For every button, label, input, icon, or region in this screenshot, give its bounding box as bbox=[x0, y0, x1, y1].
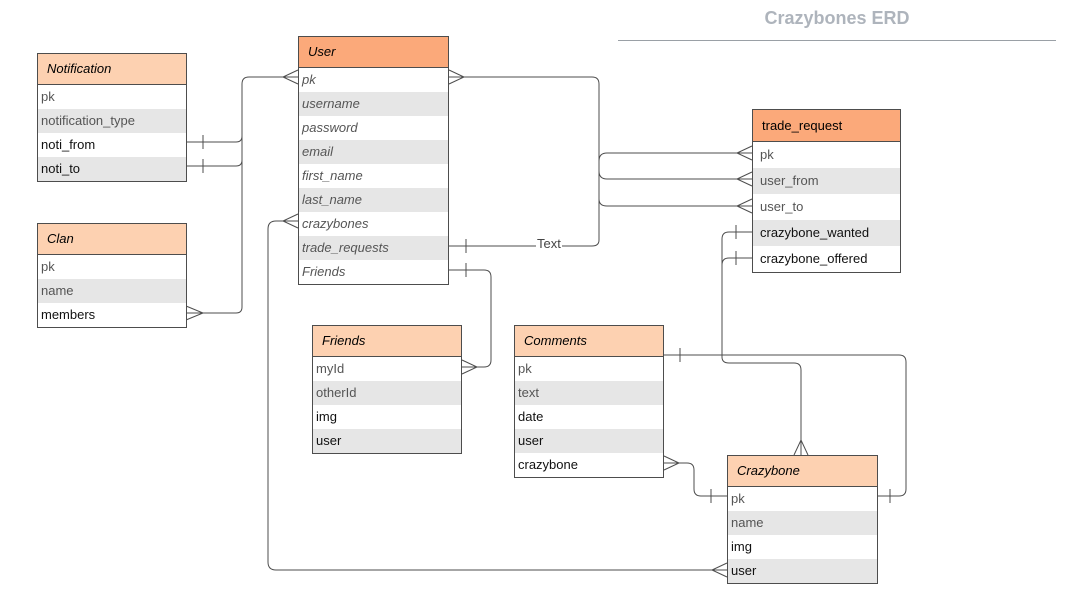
title-divider bbox=[618, 40, 1056, 41]
entity-clan[interactable]: Clan pk name members bbox=[37, 223, 187, 328]
field-row: name bbox=[38, 279, 186, 303]
field-row: pk bbox=[518, 361, 532, 376]
field-row: pk bbox=[41, 89, 55, 104]
crowfoot-trade-user-from bbox=[735, 171, 753, 187]
entity-header: Notification bbox=[38, 54, 186, 85]
connector-comments-crazybone bbox=[664, 462, 727, 497]
field-row: myId bbox=[316, 361, 345, 376]
entity-header: Friends bbox=[313, 326, 461, 357]
connector-noti-to-user bbox=[186, 84, 243, 167]
entity-comments[interactable]: Comments pk text date user crazybone bbox=[514, 325, 664, 478]
field-row: otherId bbox=[313, 381, 461, 405]
entity-header: Clan bbox=[38, 224, 186, 255]
field-row: user_from bbox=[753, 168, 900, 194]
entity-header: User bbox=[299, 37, 448, 68]
field-row: user bbox=[515, 429, 663, 453]
connector-user-pk-trade bbox=[449, 76, 600, 247]
crowfoot-trade-pk bbox=[735, 145, 753, 161]
crowfoot-comments-crazybone bbox=[663, 455, 681, 471]
field-row: notification_type bbox=[38, 109, 186, 133]
entity-friends[interactable]: Friends myId otherId img user bbox=[312, 325, 462, 454]
field-row: password bbox=[302, 120, 358, 135]
crowfoot-clan-members bbox=[185, 305, 205, 321]
field-row: img bbox=[731, 539, 752, 554]
entity-crazybone[interactable]: Crazybone pk name img user bbox=[727, 455, 878, 584]
entity-header: Comments bbox=[515, 326, 663, 357]
field-row: user bbox=[728, 559, 877, 583]
field-row: date bbox=[518, 409, 544, 424]
field-row: username bbox=[299, 92, 448, 116]
field-row: text bbox=[515, 381, 663, 405]
field-row: email bbox=[299, 140, 448, 164]
field-row: img bbox=[316, 409, 337, 424]
field-row: name bbox=[728, 511, 877, 535]
connector-trade-user-to bbox=[598, 171, 752, 207]
connector-noti-from-user bbox=[186, 76, 298, 143]
entity-header: Crazybone bbox=[728, 456, 877, 487]
crowfoot-user-crazybones bbox=[281, 213, 299, 229]
field-row: Friends bbox=[302, 264, 346, 279]
field-row: pk bbox=[302, 72, 316, 87]
entity-header: trade_request bbox=[753, 110, 900, 142]
field-row: crazybone bbox=[518, 457, 578, 472]
field-row: noti_to bbox=[38, 157, 186, 181]
diagram-title: Crazybones ERD bbox=[764, 8, 910, 28]
field-row: pk bbox=[760, 147, 774, 162]
entity-notification[interactable]: Notification pk notification_type noti_f… bbox=[37, 53, 187, 182]
field-row: pk bbox=[731, 491, 745, 506]
field-row: user bbox=[313, 429, 461, 453]
crowfoot-trade-user-to bbox=[735, 198, 753, 214]
field-row: trade_requests bbox=[299, 236, 448, 260]
connector-clan-members-user bbox=[186, 84, 243, 314]
connector-trade-pk bbox=[598, 152, 752, 180]
crowfoot-user-pk-right bbox=[448, 69, 466, 85]
connector-crazybone-offered bbox=[721, 257, 752, 266]
field-row: user_to bbox=[760, 199, 804, 214]
field-row: crazybone_offered bbox=[760, 251, 868, 266]
crowfoot-crazybone-user bbox=[710, 562, 728, 578]
field-row: pk bbox=[41, 259, 55, 274]
edge-label: Text bbox=[536, 236, 562, 251]
field-row: last_name bbox=[299, 188, 448, 212]
field-row: members bbox=[41, 307, 96, 322]
entity-trade-request[interactable]: trade_request pk user_from user_to crazy… bbox=[752, 109, 901, 273]
field-row: crazybones bbox=[302, 216, 369, 231]
field-row: crazybone_wanted bbox=[753, 220, 900, 246]
crowfoot-friends-myid bbox=[461, 359, 479, 375]
field-row: first_name bbox=[302, 168, 363, 183]
crowfoot-crazybone-header bbox=[793, 438, 809, 456]
entity-user[interactable]: User pk username password email first_na… bbox=[298, 36, 449, 285]
crowfoot-user-pk-left bbox=[281, 69, 299, 85]
field-row: noti_from bbox=[41, 137, 96, 152]
